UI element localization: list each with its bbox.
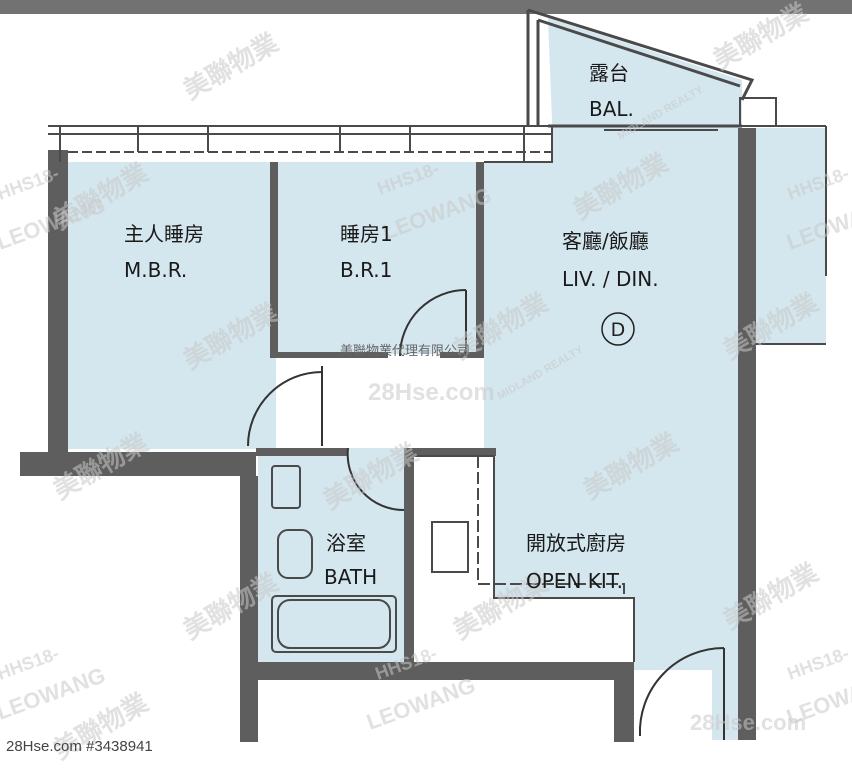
door-bath [346, 447, 405, 512]
door-mbr [247, 371, 323, 447]
doors [247, 289, 725, 740]
wall-bath-top-a [256, 448, 348, 456]
label-bath-en: BATH [324, 565, 377, 589]
wm-brand-1: 美聯物業 [178, 27, 283, 105]
wall-bath-right [404, 456, 414, 662]
room-labels: 露台 BAL. 主人睡房 M.B.R. 睡房1 B.R.1 客廳/飯廳 LIV.… [124, 61, 659, 593]
toilet [277, 529, 313, 579]
side-balcony-area [756, 128, 826, 344]
balcony-frame [526, 8, 755, 131]
wall-br1-bottom-a [278, 352, 388, 358]
unit-marker-letter: D [611, 319, 626, 341]
label-mbr-zh: 主人睡房 [124, 222, 204, 246]
window-rail [48, 125, 553, 163]
side-balcony-frame [739, 97, 827, 345]
label-mbr-en: M.B.R. [124, 258, 187, 282]
agent-company-text: 美聯物業代理有限公司 [340, 343, 470, 359]
wall-left [48, 150, 68, 452]
label-bal-zh: 露台 [589, 61, 629, 85]
unit-marker: D [601, 312, 635, 346]
wall-br1-right [476, 162, 484, 358]
label-bal-en: BAL. [589, 97, 634, 121]
room-fills [68, 18, 826, 740]
bath-area [258, 456, 410, 666]
label-liv-en: LIV. / DIN. [562, 267, 659, 291]
wm-site-2: 28Hse.com [690, 710, 806, 735]
wall-br1-left [270, 162, 278, 358]
label-bath-zh: 浴室 [326, 531, 366, 555]
living-area [258, 18, 742, 740]
door-br1 [399, 289, 467, 357]
basin [271, 465, 301, 509]
label-kit-en: OPEN KIT. [526, 569, 623, 593]
kitchen-counter [414, 455, 635, 662]
label-kit-zh: 開放式廚房 [526, 531, 626, 555]
wall-bath-top-b [404, 448, 496, 456]
bedroom1-area [278, 162, 482, 354]
label-br1-en: B.R.1 [340, 258, 392, 282]
wall-bottom-left [20, 452, 256, 476]
label-liv-zh: 客廳/飯廳 [562, 229, 649, 253]
label-br1-zh: 睡房1 [340, 222, 393, 246]
wm-site-1: 28Hse.com [368, 379, 495, 406]
wall-bottom-mid [258, 662, 634, 680]
door-entry [638, 646, 725, 737]
bathtub [271, 595, 397, 653]
wm-id-5: HHS18- [0, 643, 62, 684]
top-bar [0, 0, 852, 14]
wall-bath-left [240, 476, 258, 742]
walls [20, 128, 756, 742]
master-bedroom-area [68, 162, 276, 449]
wall-kitchen-bottom [614, 680, 634, 742]
wm-id-6: HHS18- [785, 643, 852, 684]
bath-fixtures [271, 465, 397, 653]
footer-credit: 28Hse.com #3438941 [6, 738, 153, 755]
wall-br1-bottom-b [440, 352, 484, 358]
wall-right [738, 128, 756, 740]
